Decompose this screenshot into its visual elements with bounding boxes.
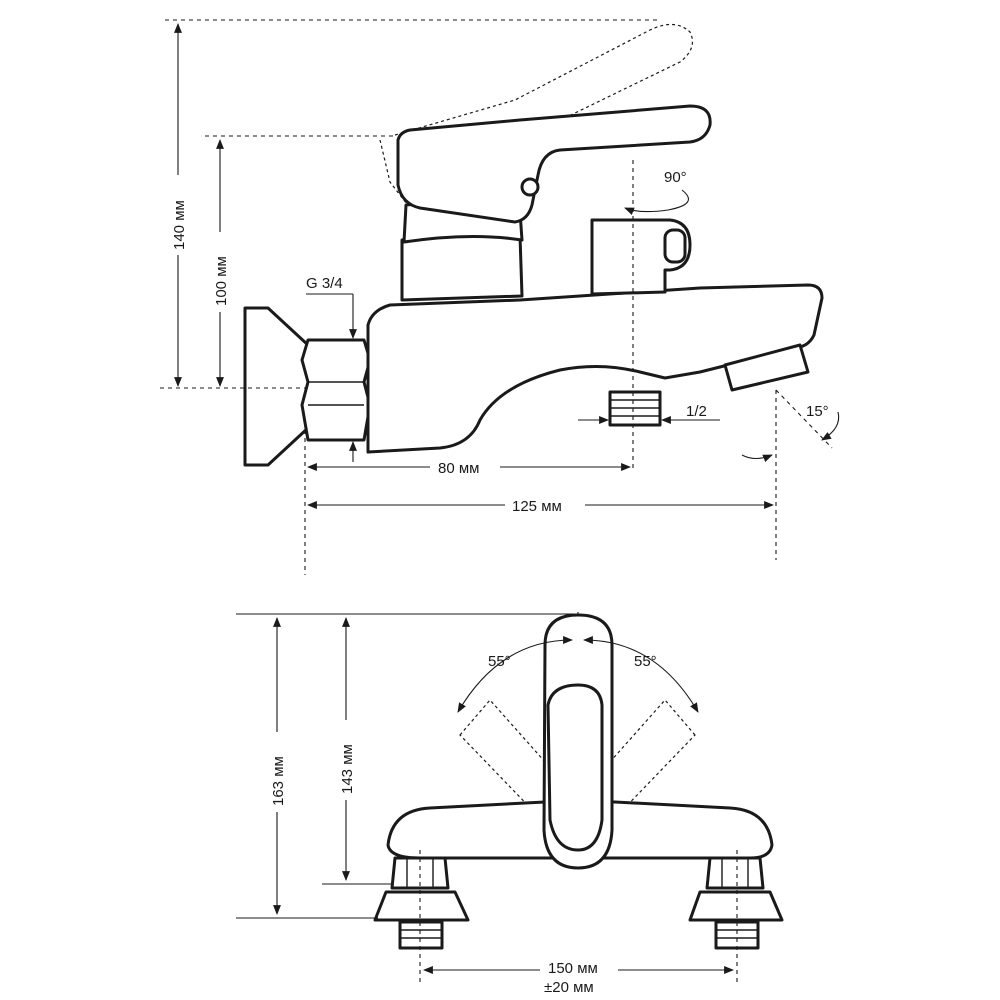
outlet-thread-label: 1/2 xyxy=(686,403,707,420)
lever-right-arc xyxy=(583,636,699,713)
right-nipple xyxy=(714,920,760,950)
inlet-nut xyxy=(300,338,372,442)
lever-left-angle-label: 55° xyxy=(488,653,511,670)
spout-angle-arc-2 xyxy=(741,454,773,463)
lever-rotation-label: 90° xyxy=(664,169,687,186)
raised-lever-ghost-inner xyxy=(379,139,411,209)
front-dim-center-distance-label: 150 мм xyxy=(548,960,598,977)
front-lever-inner xyxy=(546,683,604,852)
dim-length-spout-label: 125 мм xyxy=(512,498,562,515)
spout-angle-arc xyxy=(821,411,840,441)
front-dim-center-tolerance-label: ±20 мм xyxy=(544,979,594,996)
mixer-lever xyxy=(396,104,712,224)
lever-left-arc xyxy=(457,636,573,713)
front-dim-height-total-label: 163 мм xyxy=(270,756,287,806)
left-nipple xyxy=(398,920,444,950)
front-dim-height-body-label: 143 мм xyxy=(339,744,356,794)
dim-length-outlet-label: 80 мм xyxy=(438,460,479,477)
dim-height-total-label: 140 мм xyxy=(171,200,188,250)
wall-flange xyxy=(243,306,310,467)
right-nut xyxy=(705,856,765,890)
side-view: 140 мм 100 мм G 3/4 90° 1/2 15° 80 мм 12… xyxy=(160,19,840,575)
valve-body xyxy=(366,283,824,454)
inlet-thread-label: G 3/4 xyxy=(306,275,343,292)
spout-angle-label: 15° xyxy=(806,403,829,420)
right-flange xyxy=(688,890,784,922)
diverter-knob-slot xyxy=(663,228,687,264)
spout-aerator xyxy=(723,343,810,392)
left-flange xyxy=(373,890,470,922)
cartridge-housing xyxy=(400,230,524,302)
lever-rotation-arc xyxy=(624,189,690,215)
lever-pivot xyxy=(520,177,540,197)
front-view: 55° 55° 163 мм 143 мм 150 мм ±20 мм xyxy=(236,612,784,998)
dim-height-body-label: 100 мм xyxy=(213,256,230,306)
left-nut xyxy=(390,856,450,890)
